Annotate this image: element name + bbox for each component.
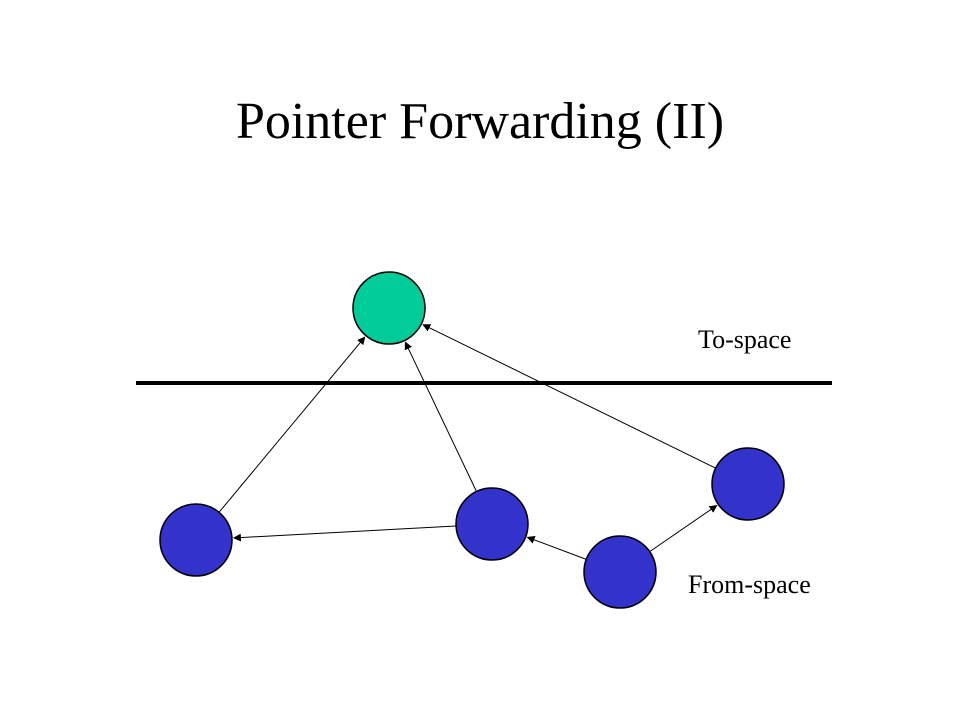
to-space-node [352, 271, 426, 345]
from-space-node [711, 447, 785, 521]
pointer-arrow [422, 324, 716, 469]
edges-layer [218, 324, 718, 560]
pointer-arrow [232, 525, 457, 542]
pointer-arrow [649, 504, 718, 553]
pointer-arrow [526, 536, 587, 560]
from-space-node [583, 535, 657, 609]
from-space-node [455, 487, 529, 561]
from-space-node [159, 503, 233, 577]
pointer-arrow [218, 336, 366, 513]
to-space-label: To-space [698, 325, 791, 354]
slide-title: Pointer Forwarding (II) [235, 93, 725, 150]
from-space-label: From-space [688, 570, 811, 599]
nodes-layer [159, 271, 785, 609]
pointer-arrow [404, 341, 477, 492]
